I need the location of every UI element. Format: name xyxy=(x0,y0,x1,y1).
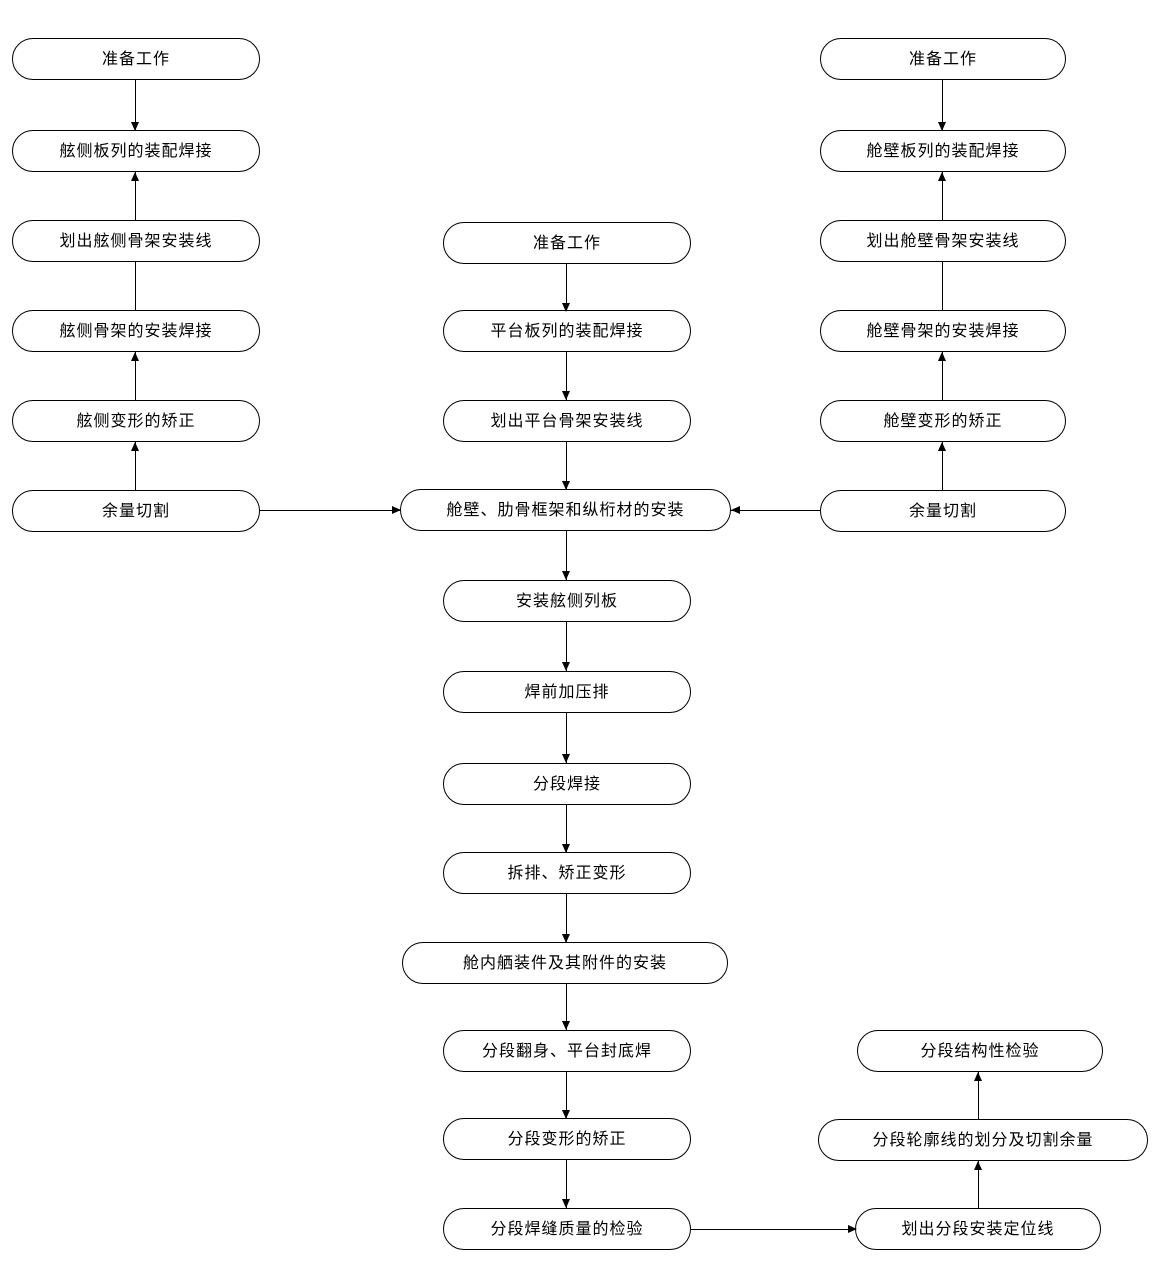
edge-M12-B3 xyxy=(691,1229,855,1231)
node-R3[interactable]: 划出舱壁骨架安装线 xyxy=(820,220,1066,262)
edge-M4-M5 xyxy=(566,531,568,580)
node-L6[interactable]: 余量切割 xyxy=(12,490,260,532)
arrow-M11-M12-icon xyxy=(562,1199,570,1208)
node-L2[interactable]: 舷侧板列的装配焊接 xyxy=(12,130,260,172)
node-R1[interactable]: 准备工作 xyxy=(820,38,1066,80)
node-M8[interactable]: 拆排、矫正变形 xyxy=(443,852,691,894)
node-M10[interactable]: 分段翻身、平台封底焊 xyxy=(443,1030,691,1072)
arrow-M2-M3-icon xyxy=(562,391,570,400)
arrow-M3-M4-icon xyxy=(562,481,570,490)
arrow-M8-M9-icon xyxy=(562,934,570,943)
node-M12[interactable]: 分段焊缝质量的检验 xyxy=(443,1208,691,1250)
arrow-M5-M6-icon xyxy=(562,662,570,671)
arrow-M9-M10-icon xyxy=(562,1021,570,1030)
node-L4[interactable]: 舷侧骨架的安装焊接 xyxy=(12,310,260,352)
arrow-L1-L2-icon xyxy=(131,122,139,131)
arrow-M6-M7-icon xyxy=(562,754,570,763)
node-B2[interactable]: 分段轮廓线的划分及切割余量 xyxy=(818,1119,1148,1161)
node-M9[interactable]: 舱内舾装件及其附件的安装 xyxy=(402,942,728,984)
node-M6[interactable]: 焊前加压排 xyxy=(443,671,691,713)
arrow-R3-R2-icon xyxy=(938,172,946,181)
arrow-R1-R2-icon xyxy=(938,122,946,131)
arrow-R5-R4-icon xyxy=(938,352,946,361)
node-M3[interactable]: 划出平台骨架安装线 xyxy=(443,400,691,442)
edge-M6-M7 xyxy=(566,713,568,763)
edge-M1-M2 xyxy=(566,264,568,312)
arrow-M7-M8-icon xyxy=(562,844,570,853)
edge-M2-M3 xyxy=(566,352,568,400)
edge-M5-M6 xyxy=(566,622,568,671)
node-M4[interactable]: 舱壁、肋骨框架和纵桁材的安装 xyxy=(400,489,731,531)
edge-M10-M11 xyxy=(566,1072,568,1119)
edge-B2-B1 xyxy=(978,1072,980,1119)
node-M5[interactable]: 安装舷侧列板 xyxy=(443,580,691,622)
node-L1[interactable]: 准备工作 xyxy=(12,38,260,80)
arrow-L3-L2-icon xyxy=(131,172,139,181)
arrow-B3-B2-icon xyxy=(974,1161,982,1170)
arrow-R6-M4-icon xyxy=(731,506,740,514)
arrow-R6-R5-icon xyxy=(938,442,946,451)
edge-M9-M10 xyxy=(566,984,568,1030)
arrow-L6-L5-icon xyxy=(131,442,139,451)
arrow-B2-B1-icon xyxy=(974,1072,982,1081)
arrow-L5-L4-icon xyxy=(131,352,139,361)
edge-L6-M4 xyxy=(260,510,400,512)
edge-R6-M4 xyxy=(731,510,820,512)
edge-R4-R3 xyxy=(942,262,944,310)
edge-M3-M4 xyxy=(566,442,568,490)
edge-L4-L3 xyxy=(135,262,137,310)
node-R2[interactable]: 舱壁板列的装配焊接 xyxy=(820,130,1066,172)
node-M1[interactable]: 准备工作 xyxy=(443,222,691,264)
arrow-M12-B3-icon xyxy=(848,1225,857,1233)
edge-M8-M9 xyxy=(566,894,568,943)
arrow-L6-M4-icon xyxy=(392,506,401,514)
edge-L6-L5 xyxy=(135,442,137,490)
node-R4[interactable]: 舱壁骨架的安装焊接 xyxy=(820,310,1066,352)
edge-R1-R2 xyxy=(942,80,944,130)
node-L3[interactable]: 划出舷侧骨架安装线 xyxy=(12,220,260,262)
node-R6[interactable]: 余量切割 xyxy=(820,490,1066,532)
node-M7[interactable]: 分段焊接 xyxy=(443,763,691,805)
node-L5[interactable]: 舷侧变形的矫正 xyxy=(12,400,260,442)
edge-R3-R2 xyxy=(942,172,944,220)
node-B3[interactable]: 划出分段安装定位线 xyxy=(855,1208,1101,1250)
edge-L5-L4 xyxy=(135,352,137,400)
node-B1[interactable]: 分段结构性检验 xyxy=(857,1030,1103,1072)
edge-R5-R4 xyxy=(942,352,944,400)
arrow-M4-M5-icon xyxy=(562,571,570,580)
arrow-M1-M2-icon xyxy=(562,303,570,312)
edge-B3-B2 xyxy=(978,1161,980,1208)
edge-M7-M8 xyxy=(566,805,568,853)
edge-R6-R5 xyxy=(942,442,944,490)
node-M11[interactable]: 分段变形的矫正 xyxy=(443,1118,691,1160)
arrow-M10-M11-icon xyxy=(562,1110,570,1119)
edge-M11-M12 xyxy=(566,1160,568,1208)
node-M2[interactable]: 平台板列的装配焊接 xyxy=(443,310,691,352)
node-R5[interactable]: 舱壁变形的矫正 xyxy=(820,400,1066,442)
edge-L3-L2 xyxy=(135,172,137,220)
edge-L1-L2 xyxy=(135,80,137,130)
